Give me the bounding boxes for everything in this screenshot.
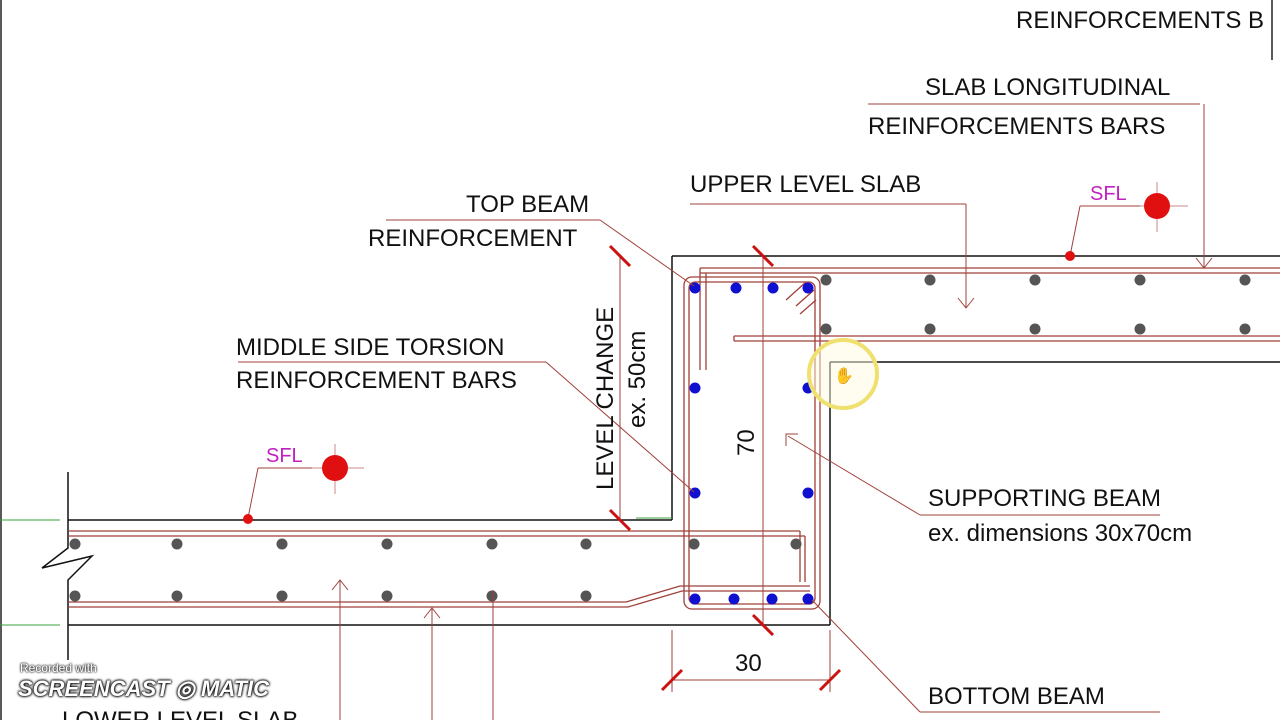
rebar-lines — [68, 267, 1280, 610]
label-bottom-beam: BOTTOM BEAM — [928, 683, 1105, 710]
label-beam-height: 70 — [733, 429, 760, 456]
beam-bars — [689, 282, 814, 605]
label-level-change-ex: ex. 50cm — [624, 331, 651, 428]
beam-bar — [766, 593, 778, 605]
watermark-logo: SCREENCAST ◎ MATIC — [18, 676, 270, 701]
sfl-marker-lower — [243, 444, 364, 524]
svg-text:✋: ✋ — [834, 366, 854, 385]
label-supporting-beam-ex: ex. dimensions 30x70cm — [928, 520, 1192, 547]
beam-bar — [802, 593, 814, 605]
label-sfl-upper: SFL — [1090, 183, 1127, 205]
label-slab-longitudinal-2: REINFORCEMENTS BARS — [868, 113, 1165, 140]
label-top-beam-2: REINFORCEMENT — [368, 225, 578, 252]
label-torsion-1: MIDDLE SIDE TORSION — [236, 334, 505, 361]
beam-bar — [767, 282, 779, 294]
beam-bar — [802, 487, 814, 499]
beam-bar — [689, 382, 701, 394]
dimension-lines — [619, 256, 831, 692]
label-supporting-beam: SUPPORTING BEAM — [928, 485, 1161, 512]
beam-bar — [689, 593, 701, 605]
beam-bar — [730, 282, 742, 294]
label-top-right: REINFORCEMENTS B — [1016, 7, 1264, 34]
dimension-ticks — [608, 244, 842, 692]
label-lower-level-slab: LOWER LEVEL SLAB — [62, 707, 299, 720]
watermark-recorded-with: Recorded with — [20, 661, 97, 675]
label-sfl-lower: SFL — [266, 445, 303, 467]
label-upper-level-slab: UPPER LEVEL SLAB — [690, 171, 921, 198]
axis-stubs — [0, 517, 672, 626]
label-top-beam-1: TOP BEAM — [466, 191, 589, 218]
concrete-outline — [41, 255, 1280, 660]
slab-bars — [69, 274, 1251, 602]
label-level-change: LEVEL CHANGE — [592, 307, 619, 490]
beam-bar — [728, 593, 740, 605]
sfl-marker-upper — [1065, 182, 1188, 261]
label-torsion-2: REINFORCEMENT BARS — [236, 367, 517, 394]
cursor-highlight: ✋ — [807, 338, 879, 410]
label-beam-width: 30 — [735, 650, 762, 677]
beam-bar — [802, 282, 814, 294]
label-slab-longitudinal-1: SLAB LONGITUDINAL — [925, 74, 1170, 101]
